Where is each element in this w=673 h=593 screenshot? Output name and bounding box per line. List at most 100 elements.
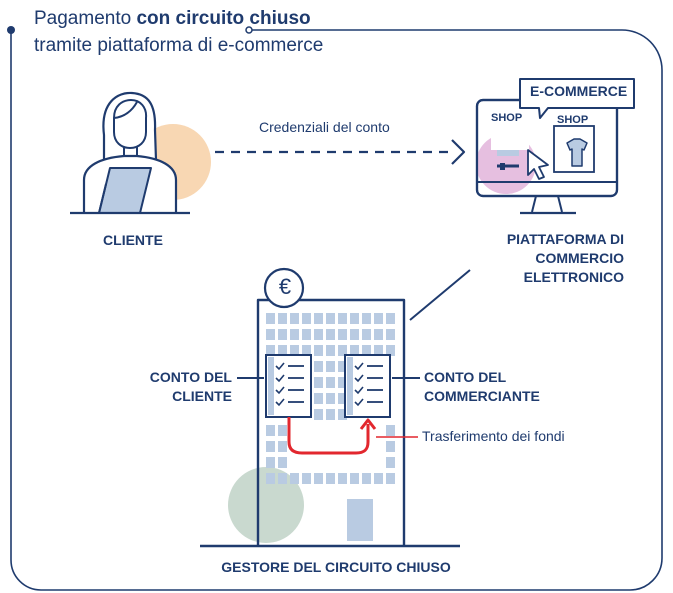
- building-window: [338, 377, 347, 388]
- building-window: [314, 313, 323, 324]
- building-window: [362, 313, 371, 324]
- ecommerce-banner: [519, 78, 635, 119]
- client-label: CLIENTE: [103, 232, 163, 248]
- building-window: [338, 313, 347, 324]
- check-icon: [354, 398, 364, 407]
- platform-label-line2: COMMERCIO: [535, 250, 624, 266]
- building-window: [350, 345, 359, 356]
- merchant-account-label-line2: COMMERCIANTE: [424, 388, 540, 404]
- check-icon: [275, 386, 285, 395]
- building-window: [266, 425, 275, 436]
- platform-label-line3: ELETTRONICO: [523, 269, 624, 285]
- building-window: [338, 393, 347, 404]
- credentials-arrow: [215, 139, 466, 165]
- merchant-account-document: [344, 354, 391, 418]
- building-window: [302, 313, 311, 324]
- building-window: [338, 409, 347, 420]
- building-window: [278, 457, 287, 468]
- building-window: [278, 425, 287, 436]
- shop-left-label: SHOP: [491, 112, 523, 124]
- building-window: [278, 441, 287, 452]
- operator-highlight-circle: [228, 467, 304, 543]
- building-window: [326, 361, 335, 372]
- building-window: [374, 345, 383, 356]
- building-window: [362, 473, 371, 484]
- building-window: [314, 329, 323, 340]
- building-window: [326, 313, 335, 324]
- transfer-arrow: [287, 417, 377, 455]
- platform-connector-line: [409, 269, 471, 321]
- building-window: [302, 473, 311, 484]
- building-window: [314, 361, 323, 372]
- operator-label: GESTORE DEL CIRCUITO CHIUSO: [221, 559, 451, 575]
- building-window: [338, 345, 347, 356]
- tshirt-icon: [566, 138, 588, 167]
- euro-symbol: €: [278, 274, 292, 299]
- merchant-account-label: CONTO DEL COMMERCIANTE: [424, 368, 540, 406]
- building-window: [302, 345, 311, 356]
- platform-label: PIATTAFORMA DI COMMERCIO ELETTRONICO: [462, 230, 624, 287]
- building-window: [350, 313, 359, 324]
- building-window: [338, 361, 347, 372]
- building-window: [278, 473, 287, 484]
- building-window: [278, 313, 287, 324]
- client-account-label-line1: CONTO DEL: [149, 369, 232, 385]
- frame-border: [10, 29, 663, 591]
- check-icon: [275, 362, 285, 371]
- building-window: [314, 377, 323, 388]
- building-window: [338, 329, 347, 340]
- building-window: [278, 345, 287, 356]
- building-window: [266, 457, 275, 468]
- building-window: [338, 473, 347, 484]
- check-icon: [275, 398, 285, 407]
- building-window: [386, 425, 395, 436]
- check-icon: [354, 386, 364, 395]
- check-icon: [354, 362, 364, 371]
- building-window: [350, 473, 359, 484]
- diagram-subtitle: tramite piattaforma di e-commerce: [34, 35, 324, 56]
- shop-right-label: SHOP: [557, 114, 589, 126]
- title-line-dot: [245, 26, 253, 34]
- platform-label-line1: PIATTAFORMA DI: [506, 231, 624, 247]
- building-window: [386, 473, 395, 484]
- building-window: [302, 329, 311, 340]
- title-bullet: [7, 26, 15, 34]
- building-window: [314, 393, 323, 404]
- client-person-icon: [70, 91, 211, 215]
- title-emphasis: con circuito chiuso: [136, 8, 311, 29]
- building-window: [362, 345, 371, 356]
- building-window: [386, 329, 395, 340]
- client-account-document: [265, 354, 312, 418]
- diagram-title: Pagamento con circuito chiuso: [34, 8, 311, 30]
- building-window: [326, 393, 335, 404]
- building-window: [266, 441, 275, 452]
- building-window: [290, 473, 299, 484]
- building-window: [326, 377, 335, 388]
- building-window: [278, 329, 287, 340]
- building-window: [374, 329, 383, 340]
- building-window: [386, 441, 395, 452]
- bank-building-icon: [200, 267, 460, 548]
- transfer-label: Trasferimento dei fondi: [422, 428, 565, 444]
- check-icon: [354, 374, 364, 383]
- building-window: [374, 313, 383, 324]
- building-window: [386, 313, 395, 324]
- building-window: [290, 345, 299, 356]
- client-account-label: CONTO DEL CLIENTE: [102, 368, 232, 406]
- ecommerce-banner-label: E-COMMERCE: [530, 83, 628, 99]
- building-window: [326, 473, 335, 484]
- credentials-label: Credenziali del conto: [259, 119, 390, 135]
- building-window: [266, 329, 275, 340]
- building-window: [266, 313, 275, 324]
- title-prefix: Pagamento: [34, 8, 137, 29]
- building-window: [326, 409, 335, 420]
- check-icon: [275, 374, 285, 383]
- building-window: [290, 313, 299, 324]
- building-window: [350, 329, 359, 340]
- building-window: [362, 329, 371, 340]
- building-window: [386, 345, 395, 356]
- building-windows: [266, 313, 395, 484]
- building-window: [314, 345, 323, 356]
- cursor-icon: [527, 149, 549, 180]
